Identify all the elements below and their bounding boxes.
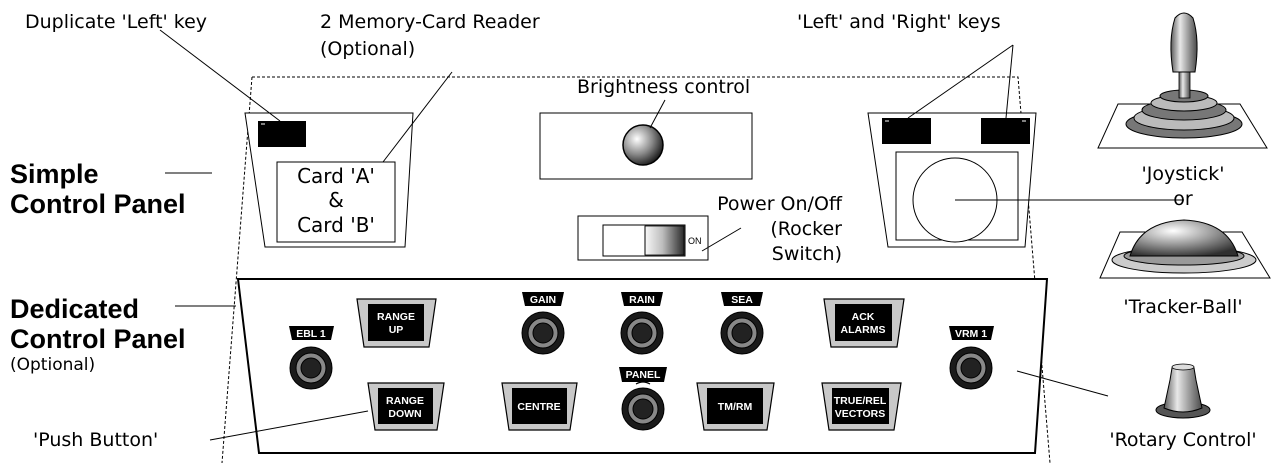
dedicated-panel-optional: (Optional) [10, 355, 95, 375]
callout-rotary-control: 'Rotary Control' [1109, 429, 1256, 451]
tracker-ball-illustration [1099, 219, 1271, 279]
rain-knob[interactable]: RAIN [620, 292, 664, 355]
callout-tracker-ball: 'Tracker-Ball' [1123, 296, 1242, 318]
ebl1-knob[interactable]: EBL 1 [289, 326, 334, 390]
true-rel-label-2: VECTORS [835, 408, 886, 420]
simple-panel-heading-2: Control Panel [10, 189, 186, 219]
left-module: Card 'A' & Card 'B' [244, 112, 414, 248]
tm-rm-button[interactable]: TM/RM [696, 382, 775, 431]
power-rocker-switch[interactable]: ON [577, 215, 709, 261]
callout-joystick: 'Joystick' [1142, 163, 1225, 185]
right-key[interactable] [981, 118, 1030, 144]
right-module [867, 112, 1037, 248]
brightness-module [539, 112, 753, 180]
range-up-button[interactable]: RANGE UP [356, 298, 437, 348]
card-b-label: Card 'B' [297, 213, 375, 237]
card-reader[interactable] [276, 161, 396, 243]
joystick-illustration [1097, 12, 1268, 149]
callout-brightness: Brightness control [577, 76, 750, 98]
duplicate-left-key[interactable] [258, 121, 306, 147]
panel-knob[interactable]: PANEL [619, 367, 667, 431]
range-down-label-2: DOWN [388, 408, 421, 420]
callout-or: or [1173, 188, 1193, 210]
ebl1-label: EBL 1 [296, 328, 326, 340]
ack-alarms-button[interactable]: ACK ALARMS [823, 298, 905, 348]
tm-rm-label: TM/RM [718, 401, 753, 413]
range-up-label-2: UP [389, 324, 404, 336]
dedicated-panel-heading-2: Control Panel [10, 324, 186, 354]
callout-left-right-keys: 'Left' and 'Right' keys [797, 11, 1001, 33]
callout-memory-card: 2 Memory-Card Reader [320, 11, 540, 33]
centre-button[interactable]: CENTRE [501, 382, 578, 431]
card-a-label: Card 'A' [297, 164, 375, 188]
gain-label: GAIN [530, 294, 556, 306]
true-rel-label-1: TRUE/REL [834, 395, 887, 407]
rain-label: RAIN [629, 294, 655, 306]
callout-push-button: 'Push Button' [33, 429, 158, 451]
rocker-on-label: ON [688, 236, 702, 246]
simple-panel-heading-1: Simple [10, 159, 99, 189]
callout-power-line3: Switch) [772, 243, 842, 265]
left-key[interactable] [882, 118, 931, 144]
range-down-label-1: RANGE [386, 395, 424, 407]
callout-power-line2: (Rocker [770, 218, 842, 240]
card-ampersand: & [328, 188, 344, 212]
vrm1-label: VRM 1 [955, 328, 987, 340]
console-outline [252, 76, 1051, 463]
callout-memory-card-optional: (Optional) [320, 38, 415, 60]
dedicated-panel-heading-1: Dedicated [10, 294, 139, 324]
sea-knob[interactable]: SEA [720, 292, 764, 355]
ack-alarms-label-1: ACK [852, 311, 875, 323]
console-outline-left [221, 76, 253, 463]
vrm1-knob[interactable]: VRM 1 [949, 326, 994, 390]
range-down-button[interactable]: RANGE DOWN [367, 382, 445, 431]
brightness-knob[interactable] [622, 124, 664, 166]
sea-label: SEA [731, 294, 753, 306]
range-up-label-1: RANGE [377, 311, 415, 323]
callout-duplicate-left-key: Duplicate 'Left' key [25, 11, 207, 33]
leader-lines [159, 29, 1184, 441]
true-rel-vectors-button[interactable]: TRUE/REL VECTORS [821, 382, 902, 431]
panel-label: PANEL [626, 369, 661, 381]
centre-label: CENTRE [517, 401, 560, 413]
gain-knob[interactable]: GAIN [521, 292, 565, 355]
ack-alarms-label-2: ALARMS [841, 324, 886, 336]
callout-power-line1: Power On/Off [717, 193, 843, 215]
rotary-control-illustration [1155, 363, 1211, 419]
